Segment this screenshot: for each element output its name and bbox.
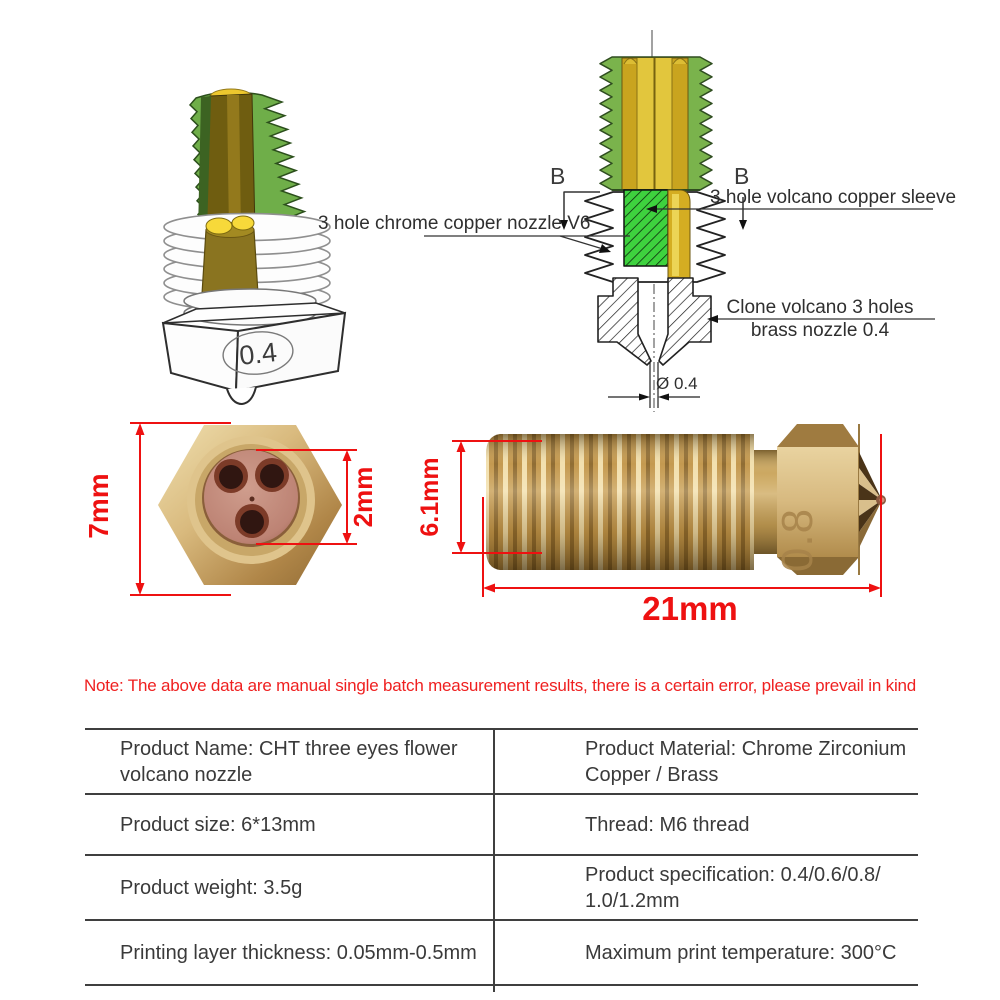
spec-specification: Product specification: 0.4/0.6/0.8/ 1.0/…: [585, 863, 881, 912]
copper-sleeve-hatch: [624, 190, 668, 266]
dim-arrow: [658, 393, 669, 401]
cut-channel-highlight: [227, 95, 241, 233]
dimension-7mm: [130, 422, 231, 596]
brass-core-cylinder: [201, 229, 259, 295]
dim-arrow-right: [869, 583, 881, 593]
rod-highlight: [672, 194, 679, 276]
section-line-left: [563, 191, 600, 222]
measurement-note: Note: The above data are manual single b…: [83, 676, 917, 695]
dim-arrow-up: [135, 423, 145, 435]
dim-label-2mm: 2mm: [348, 467, 378, 528]
brass-blob-left: [205, 217, 233, 235]
spec-product-weight: Product weight: 3.5g: [120, 876, 303, 899]
leader-arrow: [707, 315, 718, 323]
dim-arrow: [639, 393, 650, 401]
dim-arrow-down: [135, 583, 145, 595]
spec-product-size: Product size: 6*13mm: [120, 813, 316, 836]
spec-thread: Thread: M6 thread: [585, 813, 750, 836]
leader-arrow: [646, 205, 657, 213]
label-clone-line2: brass nozzle 0.4: [751, 320, 890, 341]
filament-hole-1: [214, 459, 248, 493]
dim-arrow-left: [483, 583, 495, 593]
dimension-2mm: [256, 449, 357, 545]
dim-arrow-up: [342, 450, 352, 461]
table-row: Product weight: 3.5g Product specificati…: [85, 856, 918, 921]
spec-product-material: Product Material: Chrome Zirconium Coppe…: [585, 737, 907, 786]
filament-hole-3: [235, 504, 269, 538]
tip-diameter-label: Ø 0.4: [656, 374, 698, 393]
hex-section-right-hatch: [659, 278, 711, 365]
spec-max-temperature: Maximum print temperature: 300°C: [585, 941, 897, 964]
center-dot: [249, 496, 255, 502]
photo-top-view: 7mm 2mm: [83, 422, 378, 596]
dim-arrow-up: [456, 441, 466, 452]
table-divider: [493, 730, 495, 992]
dimension-21mm: [482, 434, 882, 597]
dim-arrow-down: [342, 533, 352, 544]
dim-label-6-1mm: 6.1mm: [416, 457, 444, 536]
dimension-6-1mm: [452, 440, 542, 554]
table-row: Printing layer thickness: 0.05mm-0.5mm M…: [85, 921, 918, 984]
section-b-left: B: [550, 163, 565, 189]
spec-table: Product Name: CHT three eyes flower volc…: [85, 728, 918, 992]
caliber-ring: [222, 331, 294, 375]
caliber-label-side: 0.8: [773, 508, 822, 572]
hex-top-face: [162, 302, 346, 324]
core-tube-top: [672, 58, 688, 65]
section-arrow-left: [560, 220, 568, 230]
table-row: Product Name: CHT three eyes flower volc…: [85, 730, 918, 795]
label-nozzle-v6: 3 hole chrome copper nozzle V6: [318, 213, 591, 234]
graphics-canvas: 0.4 Ø 0.4: [83, 30, 956, 627]
leader-diagonal: [559, 235, 604, 250]
shank-shading: [486, 434, 754, 570]
caliber-label-3d: 0.4: [238, 337, 278, 371]
core-tube-top: [623, 58, 638, 65]
nozzle-tip-3d: [226, 386, 257, 406]
hex-left-face: [161, 321, 240, 393]
label-clone-line1: Clone volcano 3 holes: [727, 297, 914, 318]
section-arrow-right: [739, 220, 747, 230]
nozzle-cone: [859, 452, 886, 548]
dim-arrow-down: [456, 542, 466, 553]
cut-face-green: [198, 96, 211, 234]
leader-arrow: [599, 244, 611, 253]
photo-side-view: 0.8 6.1mm 21mm: [416, 424, 886, 627]
spec-layer-thickness: Printing layer thickness: 0.05mm-0.5mm: [120, 941, 477, 964]
table-row: Product size: 6*13mm Thread: M6 thread: [85, 795, 918, 856]
spec-product-name: Product Name: CHT three eyes flower volc…: [120, 737, 458, 786]
dim-label-7mm: 7mm: [83, 473, 114, 538]
cutaway-render-3d: 0.4: [161, 88, 347, 406]
label-copper-sleeve: 3 hole volcano copper sleeve: [710, 187, 956, 208]
hex-section-left-hatch: [598, 278, 651, 365]
neck-shading: [754, 450, 779, 554]
dim-label-21mm: 21mm: [642, 590, 737, 627]
technical-drawing: Ø 0.4 B B 3 hole chrome copper nozzle V6…: [318, 30, 956, 412]
filament-hole-2: [255, 458, 289, 492]
hex-nut-side: 0.8: [773, 424, 860, 575]
section-b-right: B: [734, 163, 749, 189]
brass-blob-right: [231, 215, 255, 231]
